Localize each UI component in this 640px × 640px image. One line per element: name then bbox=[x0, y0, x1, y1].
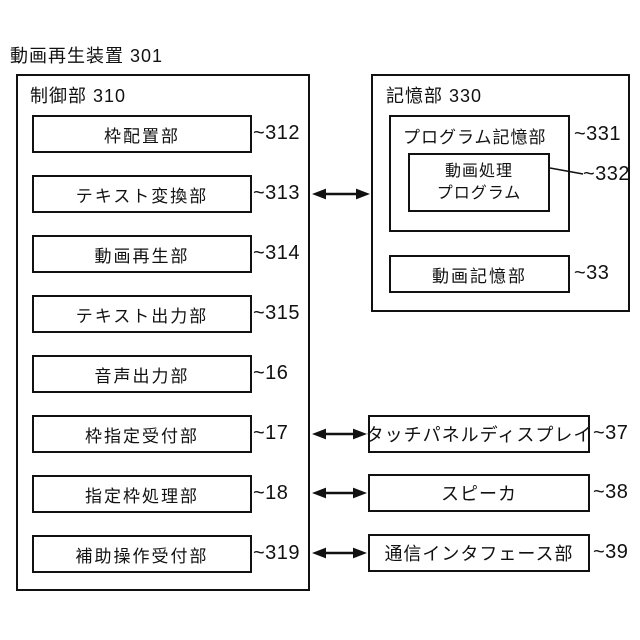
block-audio-output: 音声出力部 bbox=[32, 355, 252, 393]
ref-number-313: ~313 bbox=[253, 182, 301, 205]
peripheral-label: スピーカ bbox=[441, 484, 517, 504]
arrowhead-right-icon bbox=[353, 487, 367, 499]
ref-number-319: ~319 bbox=[253, 542, 301, 565]
block-label: 音声出力部 bbox=[94, 366, 190, 386]
ref-number-39: ~39 bbox=[593, 541, 629, 564]
block-text-conversion: テキスト変換部 bbox=[32, 175, 252, 213]
block-text-output: テキスト出力部 bbox=[32, 295, 252, 333]
ref-number-312: ~312 bbox=[253, 122, 301, 145]
block-frame-placement: 枠配置部 bbox=[32, 115, 252, 153]
touch-panel-display-box: タッチパネルディスプレイ bbox=[365, 415, 593, 453]
ref-number-314: ~314 bbox=[253, 242, 301, 265]
video-storage-label: 動画記憶部 bbox=[432, 266, 527, 286]
ref-number-37: ~37 bbox=[593, 422, 629, 445]
ref-number-17: ~17 bbox=[253, 422, 289, 445]
video-program-label-line1: 動画処理 bbox=[444, 162, 513, 180]
ref-number-331: ~331 bbox=[574, 123, 622, 146]
ref-number-332: ~332 bbox=[583, 163, 631, 186]
arrowhead-left-icon bbox=[312, 428, 326, 440]
ref-number-38: ~38 bbox=[593, 481, 629, 504]
arrowhead-left-icon bbox=[312, 487, 326, 499]
ref-number-33: ~33 bbox=[574, 262, 610, 285]
peripheral-label: タッチパネルディスプレイ bbox=[365, 425, 593, 445]
block-label: 補助操作受付部 bbox=[75, 546, 209, 566]
storage-unit-title: 記憶部 330 bbox=[386, 86, 483, 106]
block-label: テキスト出力部 bbox=[75, 306, 209, 326]
arrowhead-right-icon bbox=[353, 547, 367, 559]
peripheral-label: 通信インタフェース部 bbox=[384, 544, 574, 564]
arrowhead-left-icon bbox=[312, 188, 326, 200]
video-storage-box: 動画記憶部 bbox=[389, 255, 570, 293]
block-label: 動画再生部 bbox=[94, 246, 190, 266]
ref-number-315: ~315 bbox=[253, 302, 301, 325]
block-label: テキスト変換部 bbox=[75, 186, 209, 206]
ref-number-18: ~18 bbox=[253, 482, 289, 505]
communication-interface-box: 通信インタフェース部 bbox=[368, 534, 590, 572]
control-unit-title: 制御部 310 bbox=[30, 86, 127, 106]
arrowhead-left-icon bbox=[312, 547, 326, 559]
block-label: 枠配置部 bbox=[104, 126, 180, 146]
block-label: 枠指定受付部 bbox=[85, 426, 199, 446]
figure-title: 動画再生装置 301 bbox=[10, 46, 164, 66]
ref-number-16: ~16 bbox=[253, 362, 289, 385]
program-storage-label: プログラム記憶部 bbox=[403, 128, 547, 147]
block-auxiliary-operation-reception: 補助操作受付部 bbox=[32, 535, 252, 573]
arrowhead-right-icon bbox=[356, 188, 370, 200]
speaker-box: スピーカ bbox=[368, 474, 590, 512]
video-program-label-line2: プログラム bbox=[436, 184, 522, 202]
block-label: 指定枠処理部 bbox=[85, 486, 199, 506]
video-program-box: 動画処理 プログラム bbox=[408, 153, 550, 212]
block-video-playback: 動画再生部 bbox=[32, 235, 252, 273]
block-frame-designation-reception: 枠指定受付部 bbox=[32, 415, 252, 453]
block-designated-frame-processing: 指定枠処理部 bbox=[32, 475, 252, 513]
